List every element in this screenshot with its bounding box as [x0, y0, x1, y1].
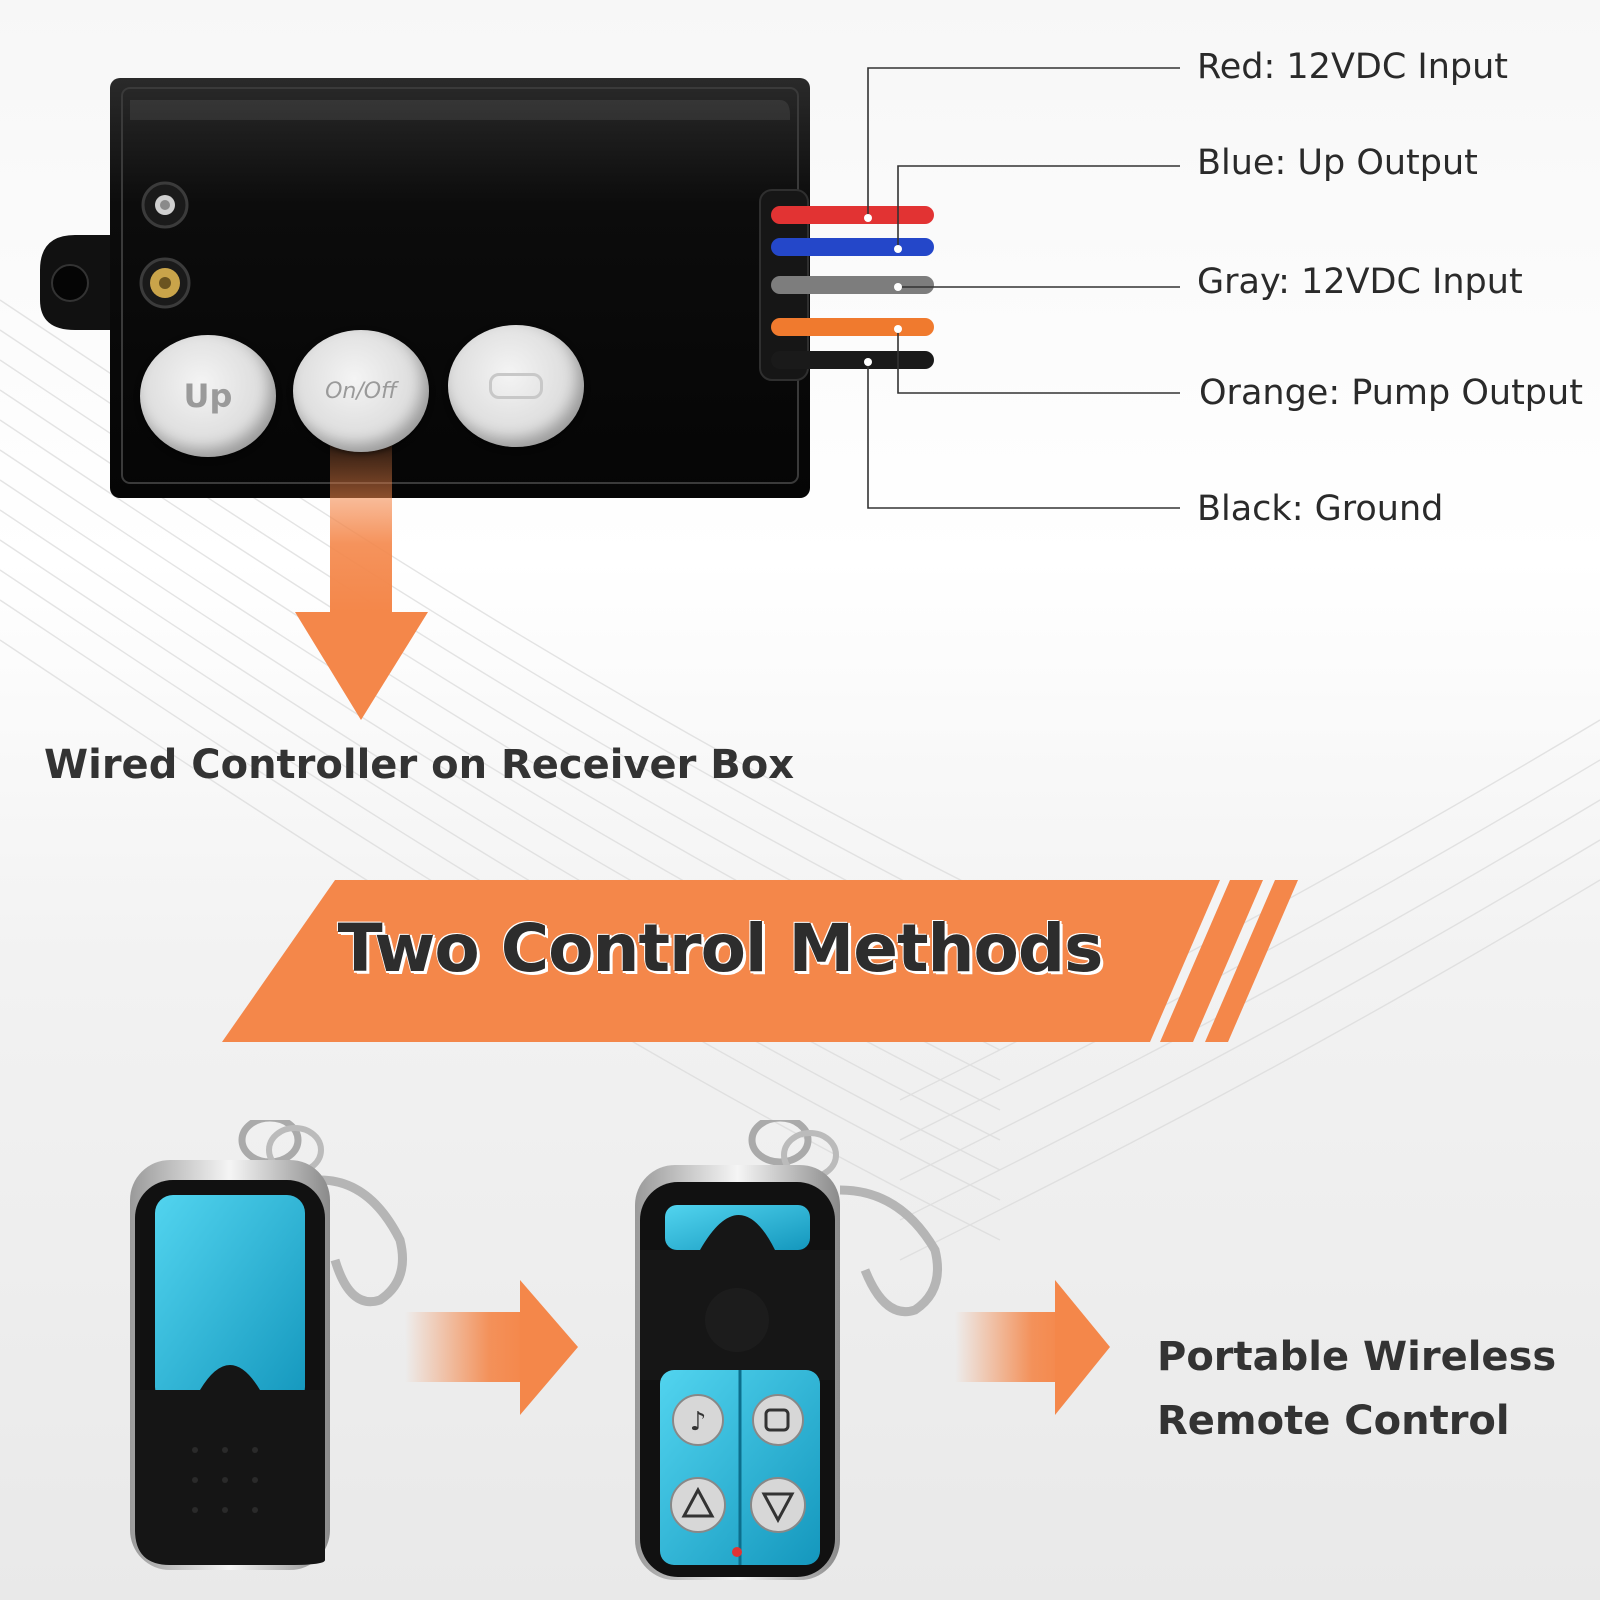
right-arrow-icon-2 [955, 1280, 1110, 1415]
banner-title: Two Control Methods [337, 910, 1104, 987]
led-indicator [141, 181, 189, 229]
third-button[interactable] [448, 325, 584, 447]
remote-up-button-icon [670, 1477, 726, 1533]
mounting-tab [40, 235, 120, 330]
on-off-button-label: On/Off [325, 378, 397, 404]
remote-open: ♪ [635, 1120, 942, 1580]
wire-label-black: Black: Ground [1197, 489, 1444, 529]
antenna-connector-icon [139, 257, 191, 309]
leader-lines [867, 67, 1180, 509]
remote-closed [130, 1120, 407, 1570]
svg-text:♪: ♪ [690, 1407, 707, 1437]
wireless-caption: Portable Wireless Remote Control [1157, 1325, 1556, 1453]
remote-down-button-icon [750, 1477, 806, 1533]
wire-label-blue: Blue: Up Output [1197, 143, 1478, 183]
wireless-caption-line1: Portable Wireless [1157, 1334, 1557, 1380]
receiver-box-illustration [40, 67, 1180, 720]
remote-button-2-icon [752, 1394, 804, 1446]
wired-controller-caption: Wired Controller on Receiver Box [44, 742, 795, 788]
up-button[interactable]: Up [140, 335, 276, 457]
wireless-caption-line2: Remote Control [1157, 1398, 1510, 1444]
receiver-box-body [110, 78, 810, 498]
remotes-illustration: ♪ [130, 1120, 1110, 1580]
third-button-icon [489, 373, 543, 399]
on-off-button[interactable]: On/Off [293, 330, 429, 452]
wire-label-orange: Orange: Pump Output [1199, 373, 1583, 413]
wire-label-red: Red: 12VDC Input [1197, 47, 1509, 87]
up-button-label: Up [183, 377, 233, 415]
wire-label-gray: Gray: 12VDC Input [1197, 262, 1523, 302]
remote-button-1-icon: ♪ [672, 1394, 724, 1446]
down-arrow-icon [295, 442, 428, 720]
right-arrow-icon [405, 1280, 578, 1415]
banner-shape [222, 880, 1298, 1042]
